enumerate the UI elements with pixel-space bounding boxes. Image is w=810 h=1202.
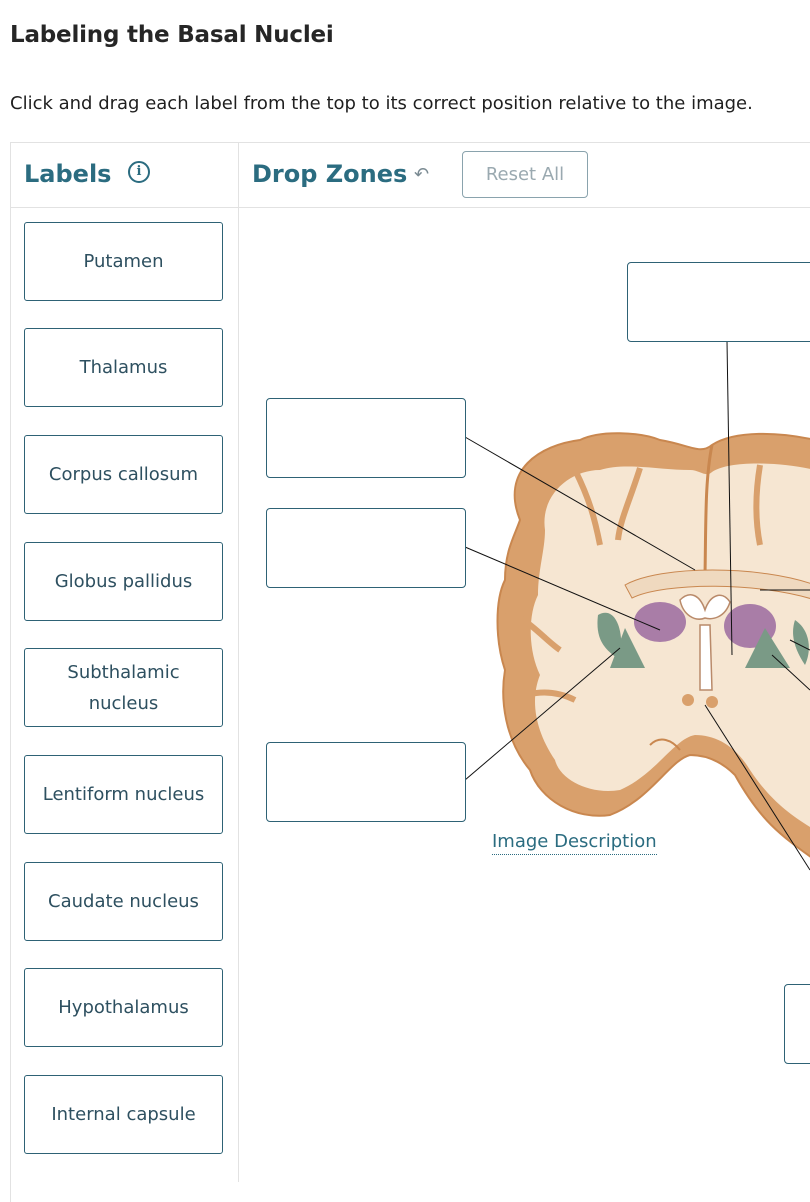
mammillary-body (706, 696, 718, 708)
drop-zone-top[interactable] (627, 262, 810, 342)
drop-zone-left-2[interactable] (266, 508, 466, 588)
drop-zone-left-3[interactable] (266, 742, 466, 822)
mammillary-body (682, 694, 694, 706)
image-description-link[interactable]: Image Description (492, 830, 657, 855)
drop-zone-left-1[interactable] (266, 398, 466, 478)
third-ventricle (700, 625, 712, 690)
drop-zone-bottom-right[interactable] (784, 984, 810, 1064)
